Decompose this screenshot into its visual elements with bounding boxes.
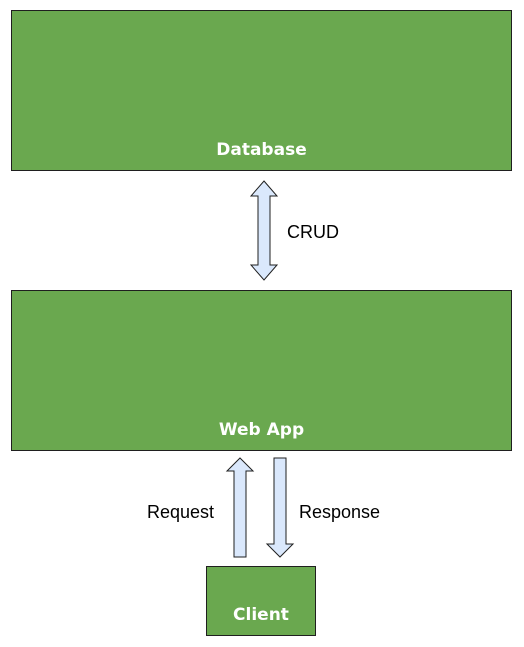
crud-edge-label: CRUD — [287, 222, 339, 242]
crud-double-arrow — [249, 180, 279, 281]
request-edge-label: Request — [147, 502, 215, 522]
client-label: Client — [233, 605, 289, 625]
web-app-label: Web App — [218, 420, 305, 440]
request-arrow — [225, 457, 255, 558]
client-node: Client — [206, 566, 316, 636]
database-label: Database — [216, 140, 307, 160]
response-edge-label: Response — [299, 502, 381, 522]
response-arrow — [265, 457, 295, 558]
web-app-node: Web App — [11, 290, 512, 451]
database-node: Database — [11, 10, 512, 171]
